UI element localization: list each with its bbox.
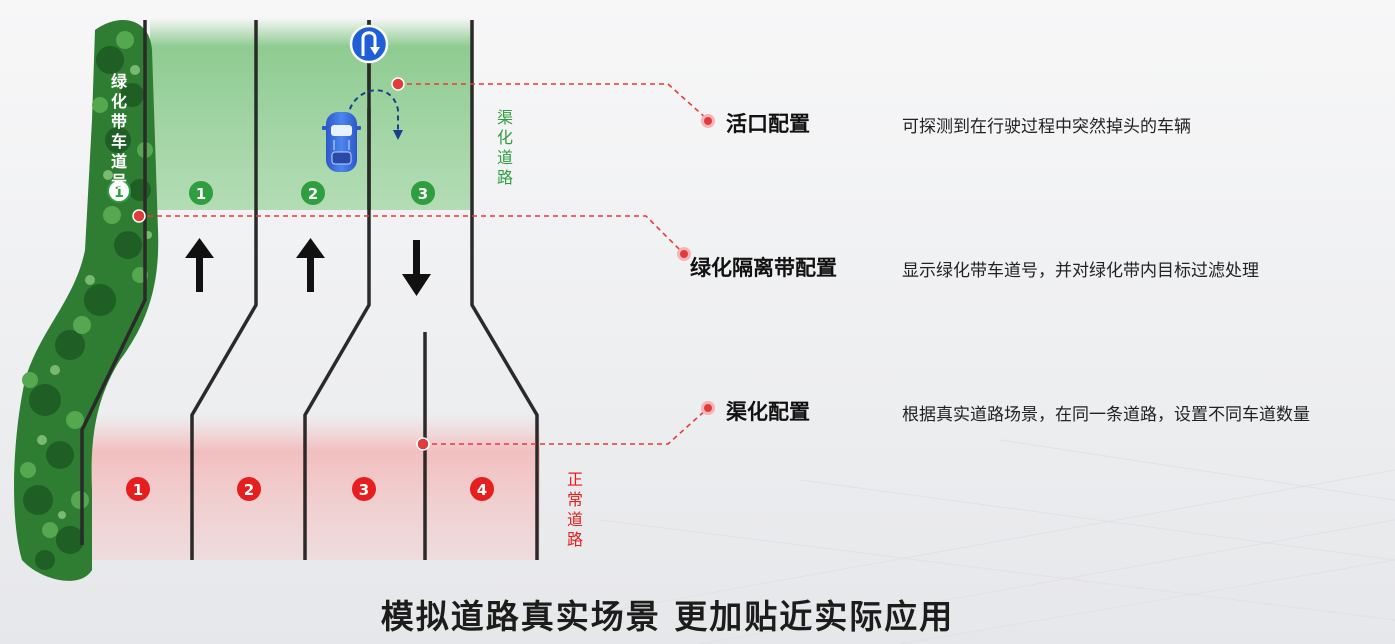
callout-title-u-turn: 活口配置 bbox=[726, 112, 810, 136]
arrow-up-icon bbox=[185, 238, 214, 292]
greenbelt-trees bbox=[14, 19, 159, 581]
normal-lane-number: 2 bbox=[244, 481, 254, 499]
callout-description-channelization: 根据真实道路场景，在同一条道路，设置不同车道数量 bbox=[902, 405, 1310, 425]
callout-leaders bbox=[139, 83, 709, 445]
channelized-zone bbox=[150, 18, 472, 210]
callout-description-greenbelt: 显示绿化带车道号，并对绿化带内目标过滤处理 bbox=[902, 261, 1259, 281]
callout-dots bbox=[132, 77, 715, 451]
channelized-lane-badges: 1 2 3 bbox=[189, 181, 435, 205]
callout-title-channelization: 渠化配置 bbox=[726, 400, 810, 424]
lane-lines bbox=[80, 20, 539, 560]
normal-zone bbox=[80, 415, 540, 560]
normal-lane-number: 3 bbox=[359, 481, 369, 499]
normal-lane-number: 4 bbox=[477, 481, 487, 499]
callout-description-u-turn: 可探测到在行驶过程中突然掉头的车辆 bbox=[902, 117, 1191, 137]
channelized-lane-number: 1 bbox=[196, 185, 206, 203]
greenbelt-lane-badge: 1 bbox=[107, 179, 131, 203]
channelized-lane-number: 3 bbox=[418, 185, 428, 203]
normal-road-vertical-label: 正常道路 bbox=[566, 470, 583, 549]
arrow-up-icon bbox=[296, 238, 325, 292]
floor-grid bbox=[559, 439, 1395, 644]
channelized-lane-number: 2 bbox=[308, 185, 318, 203]
normal-lane-badges: 1 2 3 4 bbox=[126, 477, 494, 501]
normal-lane-number: 1 bbox=[133, 481, 143, 499]
channelized-road-vertical-label: 渠化道路 bbox=[496, 108, 513, 187]
arrow-down-icon bbox=[402, 240, 431, 296]
car-icon bbox=[322, 112, 361, 172]
page-caption: 模拟道路真实场景 更加贴近实际应用 bbox=[380, 597, 955, 636]
callout-title-greenbelt: 绿化隔离带配置 bbox=[690, 256, 837, 280]
u-turn-sign-icon bbox=[349, 20, 389, 90]
greenbelt-vertical-label: 绿化带车道号 bbox=[110, 72, 127, 191]
greenbelt-lane-number: 1 bbox=[114, 185, 124, 201]
u-turn-arrowhead bbox=[393, 130, 403, 140]
u-turn-path bbox=[347, 89, 399, 132]
